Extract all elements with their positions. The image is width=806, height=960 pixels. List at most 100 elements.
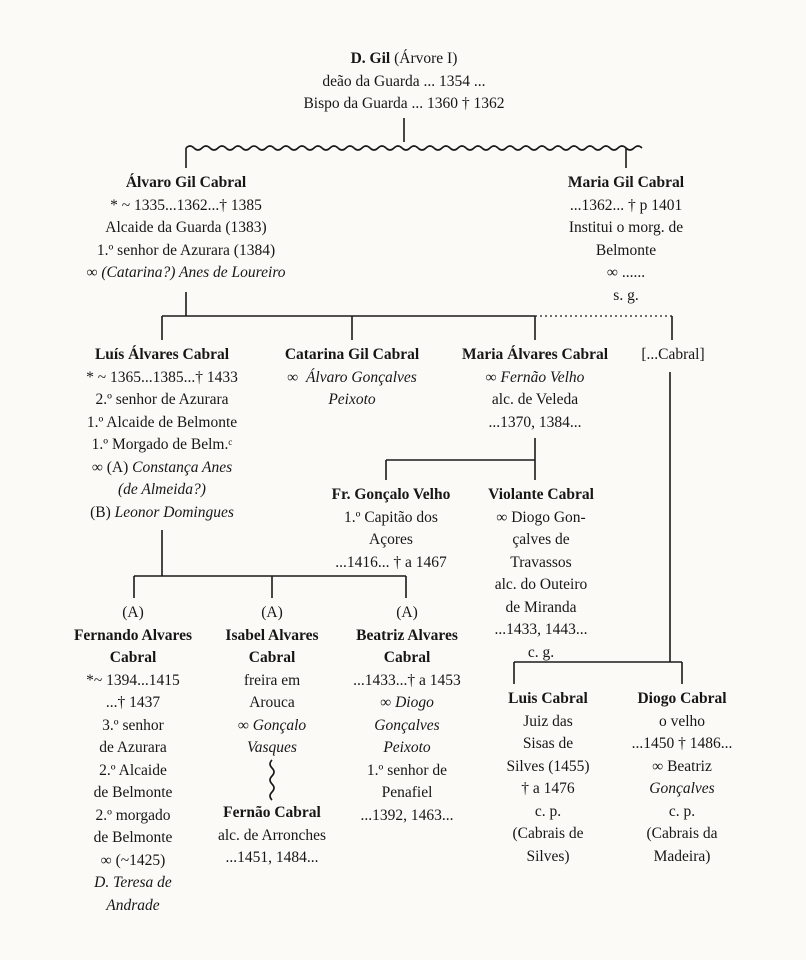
spouse-name: Álvaro Gonçalves [305,368,417,386]
person-name: Beatriz Alvares [356,626,458,644]
person-detail: ...1451, 1484... [225,849,319,866]
spouse-name-cont: Peixoto [383,739,431,756]
person-detail: c. p. [668,802,696,820]
person-detail: 2.º senhor de Azurara [95,391,229,408]
person-detail: ...1392, 1463... [360,806,454,824]
person-detail: de Miranda [505,598,577,616]
person-name: Álvaro Gil Cabral [125,174,247,191]
person-detail: 1.º Capitão dos [344,508,438,526]
person-detail: Diogo Gon- [511,508,586,526]
person-detail: * ~ 1335...1362...† 1385 [110,196,262,214]
person-name: Fernão Cabral [223,804,321,821]
person-detail: * ~ 1365...1385...† 1433 [86,368,238,386]
person-detail: ∞ (~1425) [100,851,166,869]
person-detail: *~ 1394...1415 [86,671,180,689]
person-detail: de Belmonte [93,829,173,846]
person-violante-cabral: Violante Cabral ∞ Diogo Gon- çalves de T… [476,484,606,664]
person-detail: Travassos [510,553,572,571]
marriage-symbol: ∞ (A) [91,458,129,476]
spouse-name: Constança Anes [132,458,233,476]
marriage-symbol: ∞ [86,264,98,281]
spouse-name-cont: Gonçalves [649,780,715,797]
person-detail: o velho [658,712,706,730]
person-detail: Madeira) [653,847,711,865]
person-detail: ∞ ...... [606,264,646,281]
person-fernando-alvares-cabral: (A) Fernando Alvares Cabral *~ 1394...14… [58,602,208,917]
spouse-name: (Catarina?) Anes de Loureiro [101,264,286,281]
person-detail: c. p. [534,802,562,820]
mother-marker: (A) [122,604,144,621]
marriage-symbol: ∞ [287,368,299,386]
person-name: D. Gil [350,50,391,67]
person-catarina-gil-cabral: Catarina Gil Cabral ∞ Álvaro Gonçalves P… [262,344,442,412]
person-detail: 2.º Alcaide [99,761,167,779]
person-name-cont: Cabral [109,649,157,666]
person-detail: Silves (1455) [506,757,590,775]
person-detail: 1.º Alcaide de Belmonte [86,413,238,431]
person-detail: ...† 1437 [105,694,161,711]
spouse-name-cont: Andrade [106,896,160,914]
person-isabel-alvares-cabral: (A) Isabel Alvares Cabral freira em Arou… [202,602,342,760]
person-detail: de Belmonte [93,784,173,801]
person-detail: de Azurara [99,739,167,756]
person-name: Luís Álvares Cabral [94,346,230,363]
spouse-name-cont: (de Almeida?) [118,481,206,498]
person-name: Isabel Alvares [225,626,319,644]
person-diogo-cabral: Diogo Cabral o velho ...1450 † 1486... ∞… [612,688,752,868]
person-maria-alvares-cabral: Maria Álvares Cabral ∞ Fernão Velho alc.… [440,344,630,434]
person-luis-cabral: Luis Cabral Juiz das Sisas de Silves (14… [486,688,610,868]
spouse-marker: (B) [90,503,111,521]
person-detail: ...1433, 1443... [494,621,588,638]
person-name-cont: Cabral [248,649,296,666]
person-detail: Bispo da Guarda ... 1360 † 1362 [303,95,505,112]
person-detail: ...1370, 1384... [488,413,582,431]
person-d-gil: D. Gil (Árvore I) deão da Guarda ... 135… [254,48,554,116]
person-detail: ...1416... † a 1467 [335,553,447,571]
person-detail: Alcaide da Guarda (1383) [105,219,267,236]
person-detail: Belmonte [595,241,657,259]
mother-marker: (A) [261,604,283,621]
person-name: Maria Álvares Cabral [461,346,609,363]
person-name-cont: Cabral [383,649,431,666]
person-detail: ...1433...† a 1453 [353,671,461,689]
spouse-name-cont: Peixoto [328,391,376,408]
marriage-symbol: ∞ [237,716,249,734]
person-detail: Silves) [526,847,570,865]
spouse-name: D. Teresa de [94,874,172,891]
person-detail: 1.º Morgado de Belm.ᶜ [91,436,233,453]
person-maria-gil-cabral: Maria Gil Cabral ...1362... † p 1401 Ins… [526,172,726,307]
person-detail: 2.º morgado [95,806,171,824]
person-detail: Institui o morg. de [568,219,684,236]
person-detail: Penafiel [381,784,433,801]
spouse-name: Diogo [395,694,434,711]
person-detail: freira em [243,671,301,689]
person-detail: 1.º senhor de [366,761,448,779]
person-detail: deão da Guarda ... 1354 ... [322,72,486,90]
person-name: Maria Gil Cabral [567,174,685,191]
marriage-symbol: ∞ [485,368,497,386]
person-name: Fernando Alvares [73,626,193,644]
mother-marker: (A) [396,604,418,621]
person-alvaro-gil-cabral: Álvaro Gil Cabral * ~ 1335...1362...† 13… [46,172,326,285]
person-detail: 1.º senhor de Azurara (1384) [96,241,276,259]
person-detail: ...1362... † p 1401 [569,196,683,214]
person-name: Fr. Gonçalo Velho [331,486,451,503]
person-detail: ...1450 † 1486... [631,735,733,752]
person-detail: 3.º senhor [102,716,164,734]
person-name: Luis Cabral [508,690,588,707]
person-name: Diogo Cabral [637,690,727,707]
marriage-symbol: ∞ [496,508,508,526]
spouse-name-cont: Gonçalves [374,716,440,734]
spouse-name: Leonor Domingues [114,503,234,521]
person-detail: c. g. [527,643,555,661]
marriage-symbol: ∞ [652,757,664,775]
person-detail: (Cabrais de [512,825,584,842]
marriage-symbol: ∞ [380,694,392,711]
person-goncalo-velho: Fr. Gonçalo Velho 1.º Capitão dos Açores… [306,484,476,574]
spouse-name: Gonçalo [252,716,307,734]
person-name: Violante Cabral [488,486,594,503]
spouse-name: Fernão Velho [500,368,585,386]
person-detail: alc. de Veleda [491,391,579,408]
